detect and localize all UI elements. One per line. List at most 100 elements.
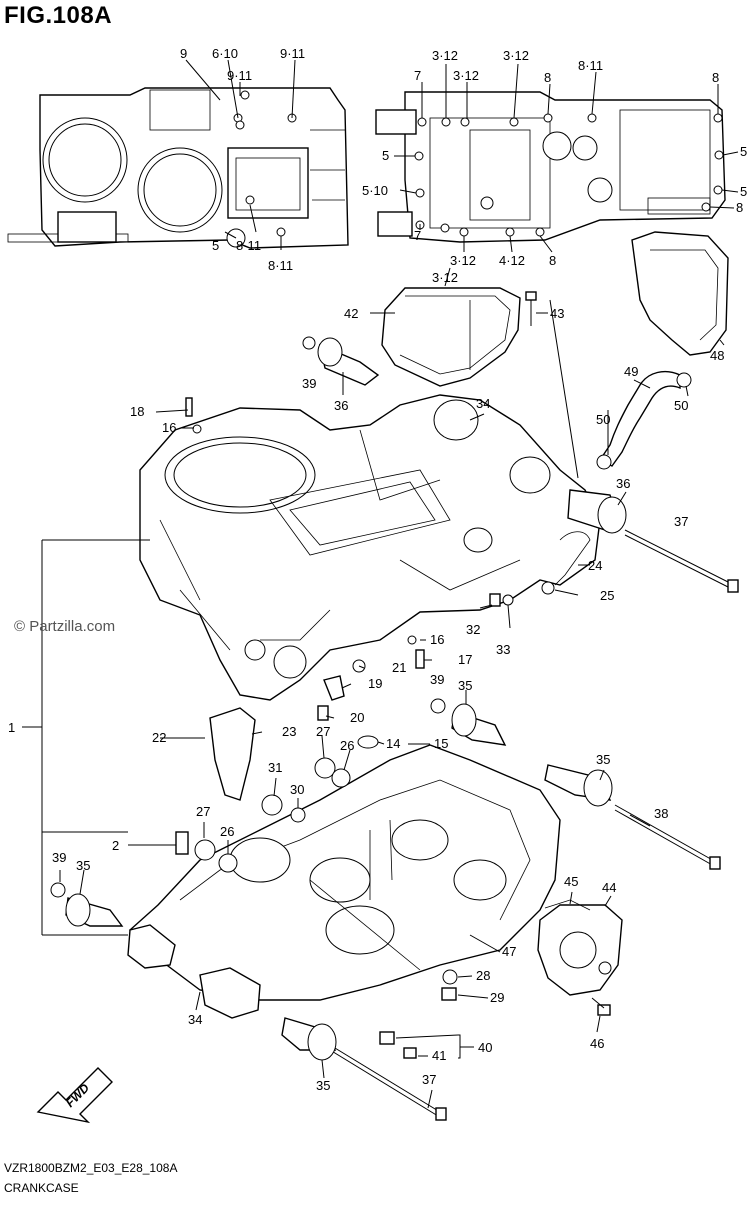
callout-22: 22 [152, 730, 166, 745]
bolt-38 [614, 804, 721, 870]
callout-3-12: 3·12 [503, 48, 529, 63]
callout-9-11: 9·11 [227, 68, 252, 83]
callout-37: 37 [674, 514, 688, 529]
callout-34: 34 [476, 396, 490, 411]
callout-26: 26 [340, 738, 354, 753]
callout-15: 15 [434, 736, 448, 751]
callout-39: 39 [430, 672, 444, 687]
callout-25: 25 [600, 588, 614, 603]
callout-50: 50 [596, 412, 610, 427]
callout-2: 2 [112, 838, 119, 853]
hose-49 [596, 370, 692, 470]
upper-crankcase-top-view [7, 87, 349, 249]
bolt-37-upper [624, 529, 739, 593]
callout-5: 5 [740, 144, 747, 159]
callout-45: 45 [564, 874, 578, 889]
leader-lines [22, 59, 739, 1109]
callout-8-11: 8·11 [236, 238, 261, 253]
callout-32: 32 [466, 622, 480, 637]
lower-crankcase [127, 744, 561, 1019]
callout-43: 43 [550, 306, 564, 321]
gasket-45 [544, 899, 591, 911]
callout-17: 17 [458, 652, 472, 667]
callout-38: 38 [654, 806, 668, 821]
callout-9: 9 [180, 46, 187, 61]
callout-44: 44 [602, 880, 616, 895]
bearing-35b [544, 764, 613, 807]
callout-6-10: 6·10 [212, 46, 238, 61]
callout-3-12: 3·12 [450, 253, 476, 268]
callout-3-12: 3·12 [453, 68, 479, 83]
small-parts [50, 336, 591, 1059]
bearing-36-upper [567, 489, 627, 534]
callout-41: 41 [432, 1048, 446, 1063]
callout-labels: 9 6·10 9·11 9·11 5 8·11 8·11 7 3·12 3·12… [8, 46, 747, 1093]
callout-3-12: 3·12 [432, 270, 458, 285]
callout-5: 5 [212, 238, 219, 253]
callout-48: 48 [710, 348, 724, 363]
callout-5: 5 [740, 184, 747, 199]
callout-8-11: 8·11 [578, 58, 603, 73]
callout-27: 27 [316, 724, 330, 739]
callout-9-11: 9·11 [280, 46, 305, 61]
callout-36: 36 [616, 476, 630, 491]
callout-16: 16 [162, 420, 176, 435]
callout-39: 39 [52, 850, 66, 865]
callout-34: 34 [188, 1012, 202, 1027]
callout-31: 31 [268, 760, 282, 775]
watermark: © Partzilla.com [14, 618, 116, 635]
callout-8: 8 [544, 70, 551, 85]
callout-26: 26 [220, 824, 234, 839]
callout-47: 47 [502, 944, 516, 959]
callout-8: 8 [549, 253, 556, 268]
bearing-35a [451, 703, 507, 746]
callout-35: 35 [458, 678, 472, 693]
callout-50: 50 [674, 398, 688, 413]
figure-caption: CRANKCASE [4, 1181, 79, 1195]
callout-46: 46 [590, 1036, 604, 1051]
callout-4-12: 4·12 [499, 253, 525, 268]
callout-40: 40 [478, 1040, 492, 1055]
crankcase-cover-42 [381, 287, 521, 387]
callout-37: 37 [422, 1072, 436, 1087]
callout-5: 5 [382, 148, 389, 163]
bolt-46 [591, 997, 611, 1016]
callout-49: 49 [624, 364, 638, 379]
cover-44 [537, 904, 623, 996]
callout-27: 27 [196, 804, 210, 819]
callout-3-12: 3·12 [432, 48, 458, 63]
callout-36: 36 [334, 398, 348, 413]
callout-7: 7 [414, 228, 421, 243]
callout-8-11: 8·11 [268, 258, 293, 273]
callout-16: 16 [430, 632, 444, 647]
callout-39: 39 [302, 376, 316, 391]
figure-title: FIG.108A [4, 2, 113, 29]
callout-30: 30 [290, 782, 304, 797]
callout-8: 8 [736, 200, 743, 215]
callout-42: 42 [344, 306, 358, 321]
figure-code: VZR1800BZM2_E03_E28_108A [4, 1161, 178, 1175]
upper-crankcase [139, 394, 601, 701]
lower-crankcase-bottom-view [375, 91, 726, 243]
callout-19: 19 [368, 676, 382, 691]
bearing-35d [281, 1017, 337, 1061]
callout-29: 29 [490, 990, 504, 1005]
bearing-36-left [317, 337, 380, 386]
callout-28: 28 [476, 968, 490, 983]
callout-20: 20 [350, 710, 364, 725]
callout-18: 18 [130, 404, 144, 419]
callout-1: 1 [8, 720, 15, 735]
bolt-37-lower [329, 1044, 447, 1121]
callout-5-10: 5·10 [362, 183, 388, 198]
callout-35: 35 [76, 858, 90, 873]
callout-33: 33 [496, 642, 510, 657]
bearing-35c [65, 893, 124, 927]
callout-8: 8 [712, 70, 719, 85]
bolt-43 [525, 291, 537, 326]
fwd-arrow: FWD [36, 1067, 113, 1124]
callout-23: 23 [282, 724, 296, 739]
callout-35: 35 [596, 752, 610, 767]
callout-7: 7 [414, 68, 421, 83]
callout-21: 21 [392, 660, 406, 675]
